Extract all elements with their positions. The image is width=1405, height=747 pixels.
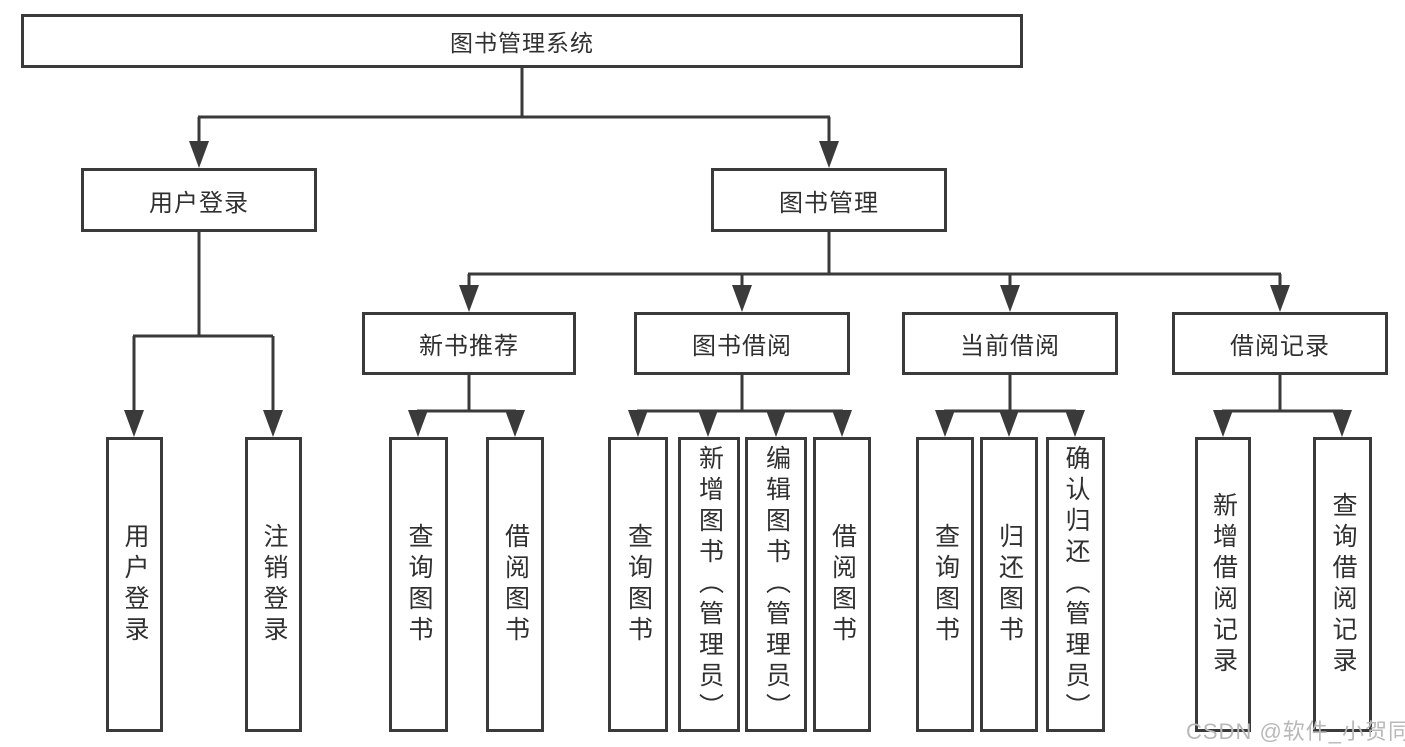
node-label: 查询图书: [405, 522, 433, 647]
leaf-confirm-return-admin: 确认归还（管理员）: [1046, 437, 1105, 732]
node-label: 图书管理: [779, 189, 879, 217]
arrowhead: [408, 410, 428, 437]
node-label: 图书借阅: [692, 333, 792, 360]
leaf-return-books: 归还图书: [980, 437, 1038, 732]
leaf-add-books-admin: 新增图书（管理员）: [678, 437, 740, 732]
node-label: 借阅记录: [1230, 333, 1330, 360]
connector-user-login-children: [132, 232, 275, 413]
arrowhead: [124, 410, 144, 437]
watermark-text: CSDN @软件_小贺同学: [1186, 719, 1405, 744]
leaf-borrow-books: 借阅图书: [813, 437, 871, 732]
arrowhead: [698, 410, 718, 437]
node-library-management-system: 图书管理系统: [21, 14, 1023, 68]
node-label: 借阅图书: [501, 522, 530, 647]
leaf-query-borrow-record: 查询借阅记录: [1313, 437, 1372, 732]
node-label: 新书推荐: [419, 333, 519, 360]
arrowhead: [505, 410, 525, 437]
node-label: 编辑图书（管理员）: [762, 445, 791, 724]
node-user-login: 用户登录: [81, 168, 317, 232]
node-label: 当前借阅: [960, 333, 1060, 360]
leaf-borrow-books: 借阅图书: [486, 437, 544, 732]
arrowhead: [832, 410, 852, 437]
arrowhead: [766, 410, 786, 437]
arrowhead: [999, 410, 1019, 437]
leaf-user-login: 用户登录: [106, 437, 163, 732]
arrowhead: [1065, 410, 1085, 437]
connector-root-to-level2: [197, 68, 831, 143]
arrowhead: [628, 410, 648, 437]
node-label: 借阅图书: [828, 522, 857, 647]
connector-book-management-children: [467, 232, 1282, 288]
node-label: 注销登录: [260, 522, 288, 647]
node-label: 查询借阅记录: [1329, 491, 1357, 678]
node-label: 确认归还（管理员）: [1062, 445, 1090, 724]
arrowhead: [1270, 285, 1290, 312]
arrowhead: [732, 285, 752, 312]
arrowhead: [1000, 285, 1020, 312]
node-label: 图书管理系统: [450, 30, 594, 56]
connector-book-borrowing-children: [637, 375, 843, 413]
connector-current-borrowing-children: [944, 375, 1076, 413]
node-borrowing-records: 借阅记录: [1172, 312, 1388, 375]
node-label: 查询图书: [931, 522, 960, 647]
node-current-borrowing: 当前借阅: [902, 312, 1118, 375]
connector-new-book-children: [417, 375, 516, 413]
leaf-edit-books-admin: 编辑图书（管理员）: [745, 437, 807, 732]
leaf-query-books: 查询图书: [916, 437, 974, 732]
leaf-add-borrow-record: 新增借阅记录: [1195, 437, 1251, 732]
leaf-query-books: 查询图书: [608, 437, 668, 732]
arrowhead: [263, 410, 283, 437]
node-label: 新增借阅记录: [1209, 491, 1238, 678]
node-book-management: 图书管理: [711, 168, 947, 232]
arrowhead: [819, 141, 839, 168]
node-label: 用户登录: [149, 189, 249, 217]
arrowhead: [1332, 410, 1352, 437]
node-new-book-recommendation: 新书推荐: [362, 312, 576, 375]
node-label: 归还图书: [995, 522, 1024, 647]
leaf-query-books: 查询图书: [389, 437, 448, 732]
leaf-logout-login: 注销登录: [245, 437, 302, 732]
node-label: 新增图书（管理员）: [695, 445, 724, 724]
connector-borrowing-records-children: [1222, 375, 1343, 413]
arrowhead: [189, 141, 209, 168]
arrowhead: [459, 285, 479, 312]
node-label: 用户登录: [121, 522, 149, 647]
arrowhead: [935, 410, 955, 437]
node-label: 查询图书: [624, 522, 653, 647]
node-book-borrowing: 图书借阅: [634, 312, 850, 375]
arrowhead: [1213, 410, 1233, 437]
